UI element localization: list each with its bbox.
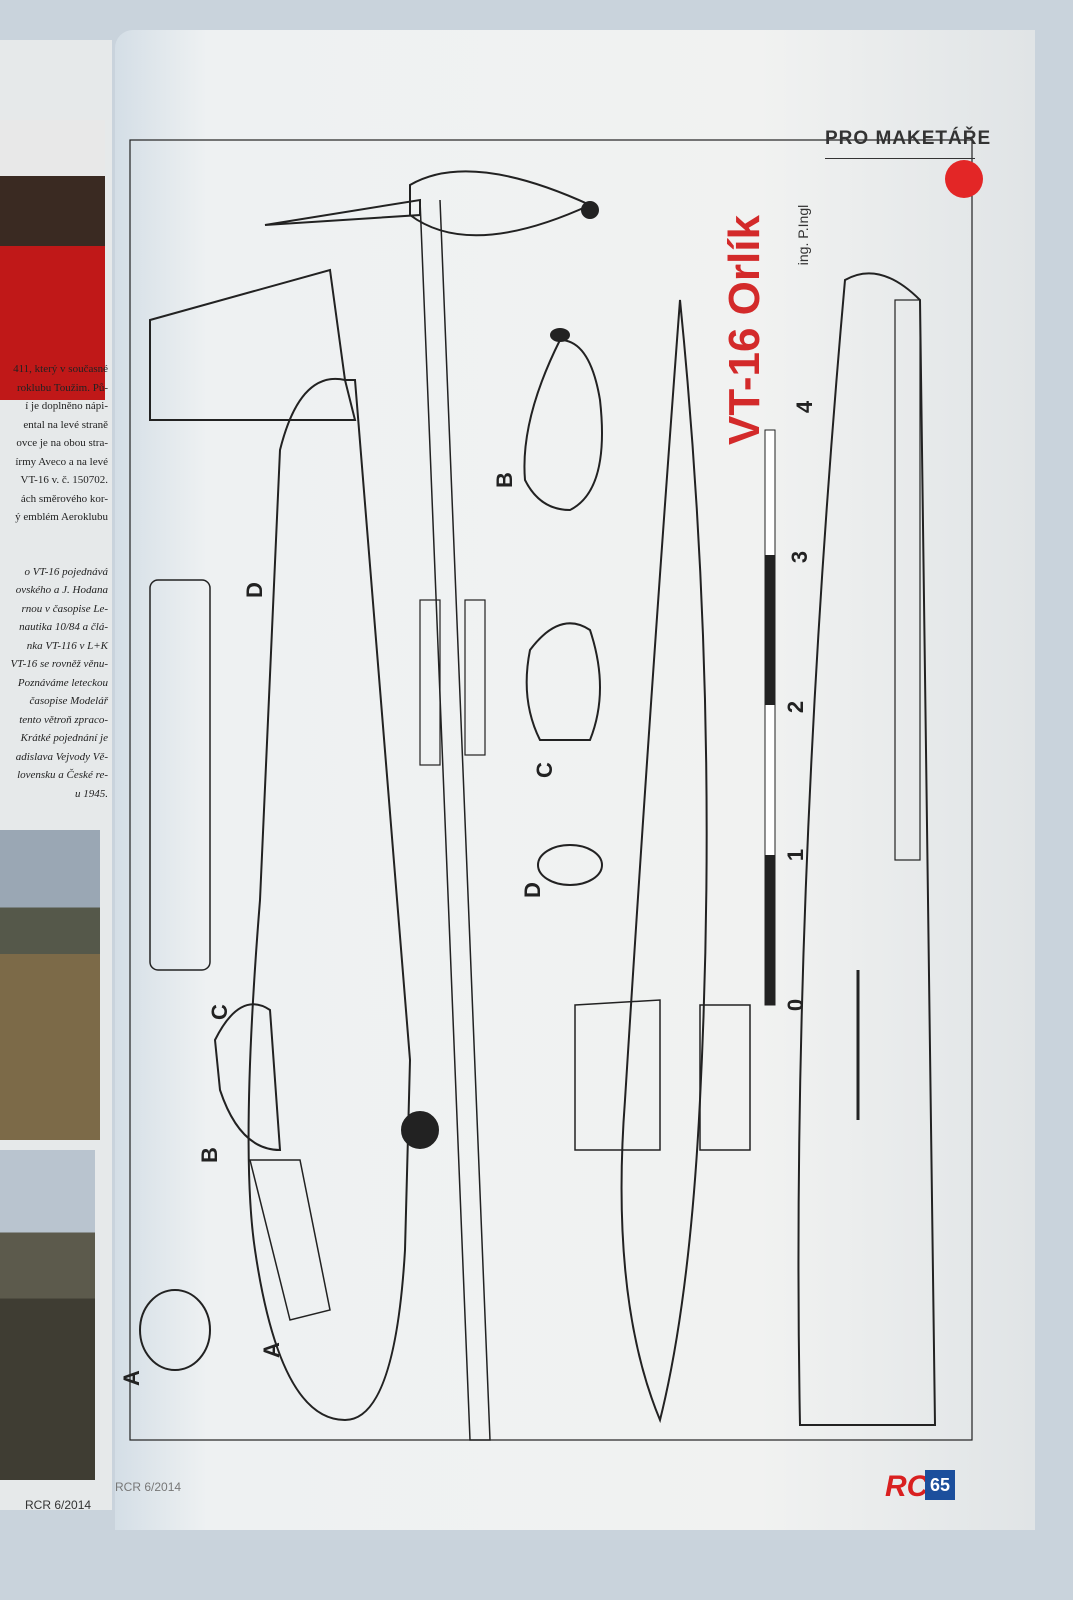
drawing-frame <box>129 139 973 1441</box>
text-line: ách směrového kor- <box>20 492 108 505</box>
canopy-side <box>213 1003 282 1152</box>
fuselage-side-view <box>247 377 412 1422</box>
text-line: í je doplněno nápi- <box>25 400 108 412</box>
section-label-c-view: C <box>532 762 557 778</box>
scale-label-2: 2 <box>783 700 808 714</box>
wing-spar-view <box>419 199 491 1441</box>
text-line: ovského a J. Hodana <box>15 584 108 596</box>
cockpit-panel <box>249 1159 331 1321</box>
right-page-footer: RCR 6/2014 <box>115 1480 182 1494</box>
text-line: 411, který v současné <box>13 363 108 375</box>
fin-rudder <box>149 268 357 421</box>
fuselage-front-view <box>409 170 593 237</box>
photo-airfield <box>0 830 100 1140</box>
fuselage-top-view <box>620 299 708 1424</box>
photo-glider-bottom <box>0 1150 95 1480</box>
text-line: u 1945. <box>75 787 108 800</box>
section-label-b: B <box>197 1147 222 1163</box>
text-line: lovensku a České re- <box>17 769 108 781</box>
section-label-a-view: A <box>119 1370 144 1386</box>
text-line: nka VT-116 v L+K <box>26 639 108 652</box>
header-rule <box>825 158 975 159</box>
left-page-footer: RCR 6/2014 <box>25 1498 92 1510</box>
text-line: adislava Vejvody Vě- <box>15 750 108 763</box>
paragraph-1: 411, který v současné roklubu Toužim. Pů-… <box>0 360 108 527</box>
left-page: 411, který v současné roklubu Toužim. Pů-… <box>0 40 112 1510</box>
section-D <box>537 844 603 886</box>
text-line: Krátké pojednání je <box>20 732 108 744</box>
aileron-detail-2 <box>464 599 486 756</box>
section-label-a: A <box>259 1342 284 1358</box>
drawing-author: ing. P.Ingl <box>795 204 811 266</box>
text-line: VT-16 se rovněž věnu- <box>10 658 108 670</box>
section-header: PRO MAKETÁŘE <box>825 128 992 149</box>
text-line: tento větroň zpraco- <box>19 713 108 726</box>
section-label-d: D <box>242 582 267 598</box>
scale-label-0: 0 <box>783 998 808 1012</box>
left-page-text: 411, který v současné roklubu Toužim. Pů-… <box>0 360 108 839</box>
wing-plan-view <box>797 272 937 1426</box>
paragraph-2: o VT-16 pojednává ovského a J. Hodana rnou… <box>0 563 108 804</box>
main-wheel <box>401 1111 439 1149</box>
nose-skid <box>581 201 599 219</box>
drawing-title: VT-16 Orlík <box>720 215 769 445</box>
photo-glider-top <box>0 120 105 400</box>
text-line: Poznáváme leteckou <box>17 676 108 689</box>
section-label-c: C <box>207 1004 232 1020</box>
red-dot-marker <box>945 160 983 198</box>
section-label-b-view: B <box>492 472 517 488</box>
section-A <box>139 1289 211 1371</box>
text-line: ovce je na obou stra- <box>16 437 108 449</box>
text-line: nautika 10/84 a člá- <box>19 621 108 633</box>
text-line: rnou v časopise Le- <box>21 602 108 615</box>
right-page <box>115 30 1035 1530</box>
tailplane-top <box>574 999 751 1151</box>
scale-label-1: 1 <box>783 848 808 862</box>
text-line: časopise Modelář <box>29 695 108 707</box>
page-number: 65 <box>925 1470 955 1500</box>
aileron-detail-1 <box>419 599 441 766</box>
text-line: roklubu Toužim. Pů- <box>17 381 108 394</box>
wing-ribs-view <box>149 579 211 971</box>
text-line: o VT-16 pojednává <box>24 565 108 578</box>
section-B <box>523 338 603 512</box>
scale-label-3: 3 <box>787 550 812 564</box>
text-line: ý emblém Aeroklubu <box>15 511 108 523</box>
text-line: ental na levé straně <box>23 418 108 431</box>
scale-label-4: 4 <box>792 400 817 414</box>
rc-logo: RC <box>885 1470 929 1503</box>
text-line: VT-16 v. č. 150702. <box>20 474 108 486</box>
aileron-plan <box>894 299 921 861</box>
text-line: írmy Aveco a na levé <box>15 455 108 468</box>
stabilizer-front <box>264 198 421 226</box>
section-label-d-view: D <box>520 882 545 898</box>
section-C <box>525 622 601 741</box>
